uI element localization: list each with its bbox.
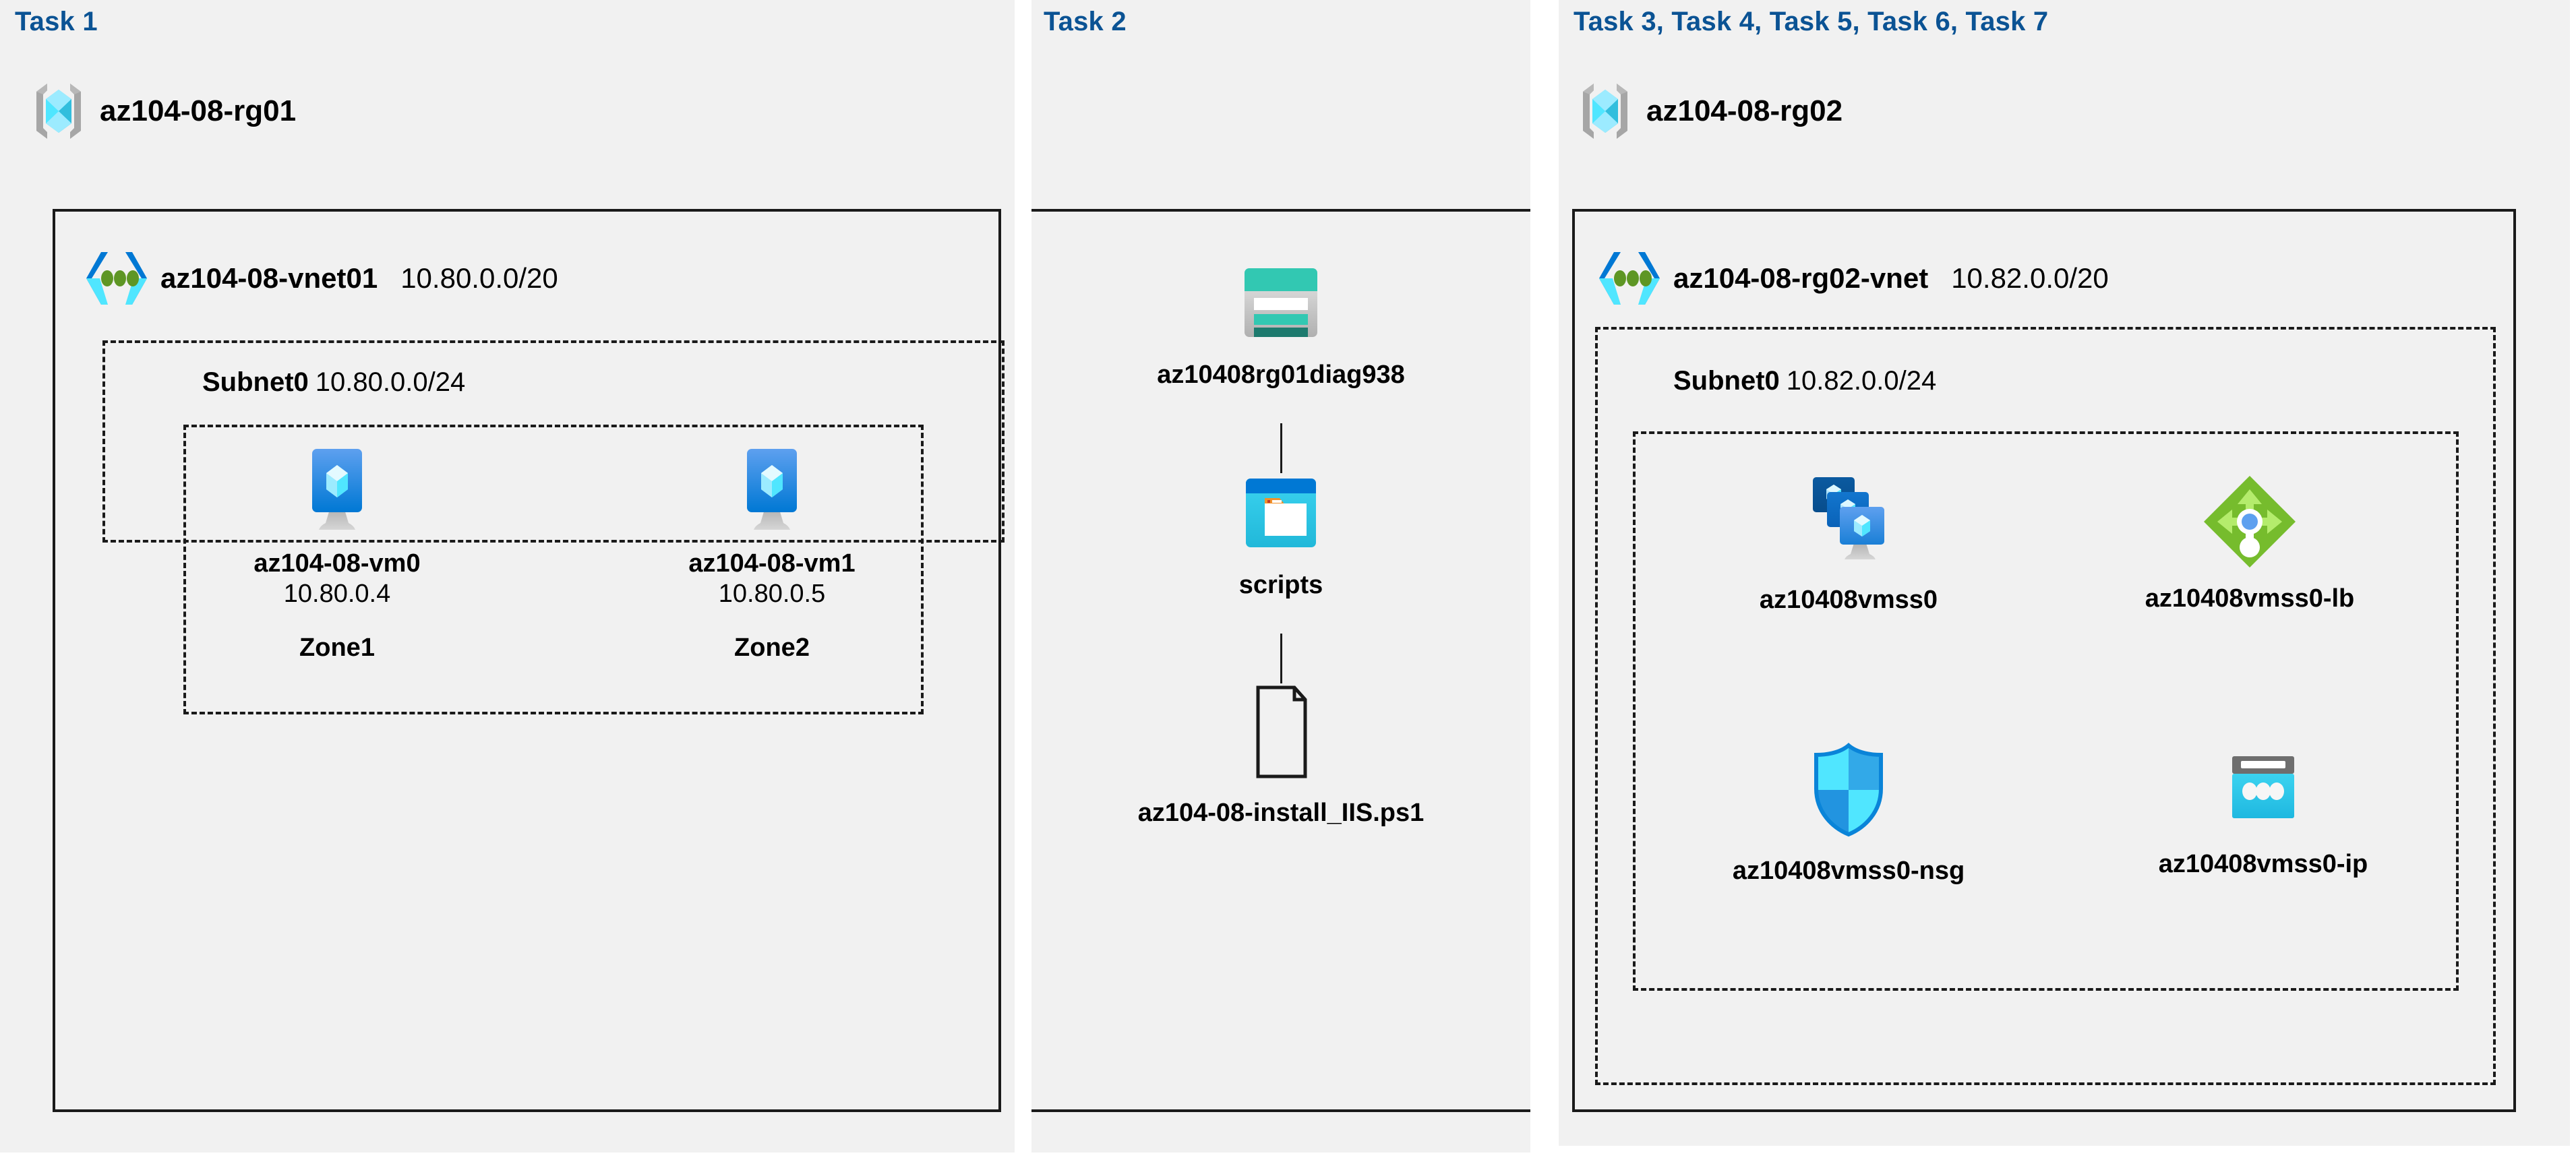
nsg-name: az10408vmss0-nsg [1732,857,1965,885]
vmss-name: az10408vmss0 [1759,586,1938,614]
vm-scale-set-icon [1798,472,1899,573]
vm-zone: Zone2 [734,633,810,662]
resource-group-icon [1579,81,1631,142]
subnet-cidr: 10.82.0.0/24 [1786,366,1937,396]
vnet-header-rg02-vnet: az104-08-rg02-vnet 10.82.0.0/20 [1599,249,2109,307]
subnet-box-subnet0-left [102,340,1005,543]
file-node[interactable]: az104-08-install_IIS.ps1 [1138,683,1424,828]
vm-zone: Zone1 [299,633,375,662]
public-ip-node[interactable]: az10408vmss0-ip [2128,748,2398,880]
public-ip-name: az10408vmss0-ip [2158,850,2368,878]
vm-ip: 10.80.0.5 [718,579,826,608]
resource-group-header-rg02: az104-08-rg02 [1579,81,1843,142]
task-label-2: Task 2 [1044,7,1127,36]
vnet-name: az104-08-rg02-vnet [1673,262,1929,294]
load-balancer-node[interactable]: az10408vmss0-lb [2095,472,2405,614]
vnet-header-vnet01: az104-08-vnet01 10.80.0.0/20 [86,249,558,307]
subnet-name: Subnet0 [202,367,309,397]
load-balancer-icon [2200,472,2300,572]
zones-box [183,425,924,714]
resource-group-name: az104-08-rg01 [100,94,297,127]
vm-ip: 10.80.0.4 [283,579,391,608]
vnet-cidr: 10.80.0.0/20 [400,262,558,294]
virtual-network-icon [1599,249,1660,307]
file-name: az104-08-install_IIS.ps1 [1137,799,1425,827]
resource-group-name: az104-08-rg02 [1646,94,1843,127]
nsg-node[interactable]: az10408vmss0-nsg [1700,741,1997,886]
task-label-3-7: Task 3, Task 4, Task 5, Task 6, Task 7 [1574,7,2049,36]
virtual-machine-icon [300,445,374,531]
virtual-network-icon [86,249,147,307]
vnet-box-vnet01 [53,209,1001,1112]
vm-name: az104-08-vm1 [688,549,856,578]
storage-account-icon [1239,263,1323,342]
storage-account-node[interactable]: az10408rg01diag938 [1146,263,1416,390]
vm-node-0[interactable]: az104-08-vm0 10.80.0.4 Zone1 [229,445,445,663]
subnet-cidr: 10.80.0.0/24 [315,367,466,397]
vnet-cidr: 10.82.0.0/20 [1951,262,2109,294]
resource-group-header-rg01: az104-08-rg01 [32,81,296,142]
blob-container-name: scripts [1238,571,1323,599]
load-balancer-name: az10408vmss0-lb [2145,584,2355,613]
task1-column: Task 1 az104-08-rg01 [0,0,1015,1153]
connector-scripts-to-file [1280,634,1282,683]
subnet-box-subnet0-right [1595,327,2496,1085]
vmss-node[interactable]: az10408vmss0 [1714,472,1983,615]
file-icon [1246,683,1316,780]
vnet-name: az104-08-vnet01 [160,262,378,294]
network-security-group-icon [1809,741,1888,838]
vm-node-1[interactable]: az104-08-vm1 10.80.0.5 Zone2 [664,445,880,663]
task2-column: Task 2 az10408rg01diag938 [1031,0,1530,1153]
task3to7-column: Task 3, Task 4, Task 5, Task 6, Task 7 a… [1559,0,2570,1146]
subnet-name: Subnet0 [1673,366,1780,396]
blob-container-icon [1239,473,1323,553]
connector-storage-to-scripts [1280,423,1282,473]
public-ip-address-icon [2221,748,2305,832]
storage-account-name: az10408rg01diag938 [1157,361,1405,389]
vm-name: az104-08-vm0 [253,549,421,578]
resource-group-icon [32,81,85,142]
blob-container-node[interactable]: scripts [1146,473,1416,601]
resources-box [1633,431,2459,991]
vnet-box-rg02-vnet [1572,209,2516,1112]
virtual-machine-icon [735,445,809,531]
task-label-1: Task 1 [15,7,98,36]
